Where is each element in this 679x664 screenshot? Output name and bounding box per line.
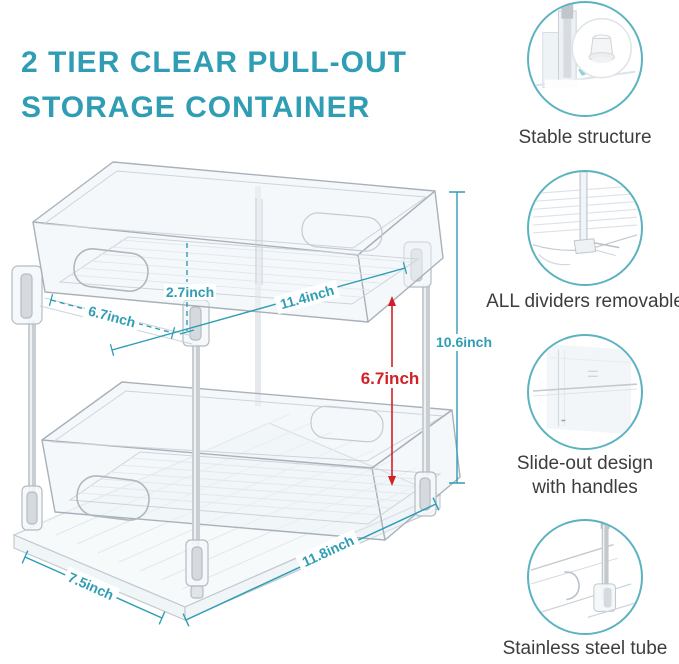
feature-label-stable-structure: Stable structure bbox=[518, 127, 652, 148]
feature-label-slide-out-line1: Slide-out design bbox=[516, 453, 654, 474]
top-tray bbox=[32, 161, 444, 323]
steel-posts bbox=[28, 284, 430, 546]
page-title-line2: STORAGE CONTAINER bbox=[21, 91, 371, 124]
dimension-tier-clearance: 6.7inch bbox=[360, 296, 422, 486]
bottom-tray bbox=[41, 381, 461, 541]
tray-divider bbox=[255, 198, 263, 285]
feature-label-dividers-removable: ALL dividers removable bbox=[486, 291, 679, 312]
page-title-line1: 2 TIER CLEAR PULL-OUT bbox=[21, 46, 407, 79]
feature-image-stable-structure bbox=[527, 1, 643, 117]
feature-label-slide-out-design: Slide-out design with handles bbox=[479, 452, 679, 500]
dimension-label-top-width: 6.7inch bbox=[87, 303, 138, 331]
top-tray-back-handle bbox=[301, 212, 383, 252]
feature-image-slide-out-design bbox=[527, 334, 643, 450]
feature-label-stainless-steel-tube: Stainless steel tube bbox=[502, 638, 668, 659]
dimension-label-top-height: 2.7inch bbox=[166, 284, 214, 300]
page-title: 2 TIER CLEAR PULL-OUT STORAGE CONTAINER bbox=[21, 40, 491, 130]
feature-image-stainless-steel-tube bbox=[527, 519, 643, 635]
feature-label-slide-out-line2: with handles bbox=[532, 477, 638, 498]
bottom-tray-handle bbox=[76, 475, 150, 521]
top-tray-handle bbox=[73, 248, 149, 292]
dimension-top-tray-height: 2.7inch bbox=[164, 243, 216, 335]
feature-image-dividers-removable bbox=[527, 170, 643, 286]
bottom-tray-back-handle bbox=[310, 405, 384, 443]
dimension-label-tier-clearance: 6.7inch bbox=[361, 369, 420, 388]
dimension-label-total-height: 10.6inch bbox=[436, 334, 492, 350]
dimension-total-height: 10.6inch bbox=[432, 191, 496, 484]
